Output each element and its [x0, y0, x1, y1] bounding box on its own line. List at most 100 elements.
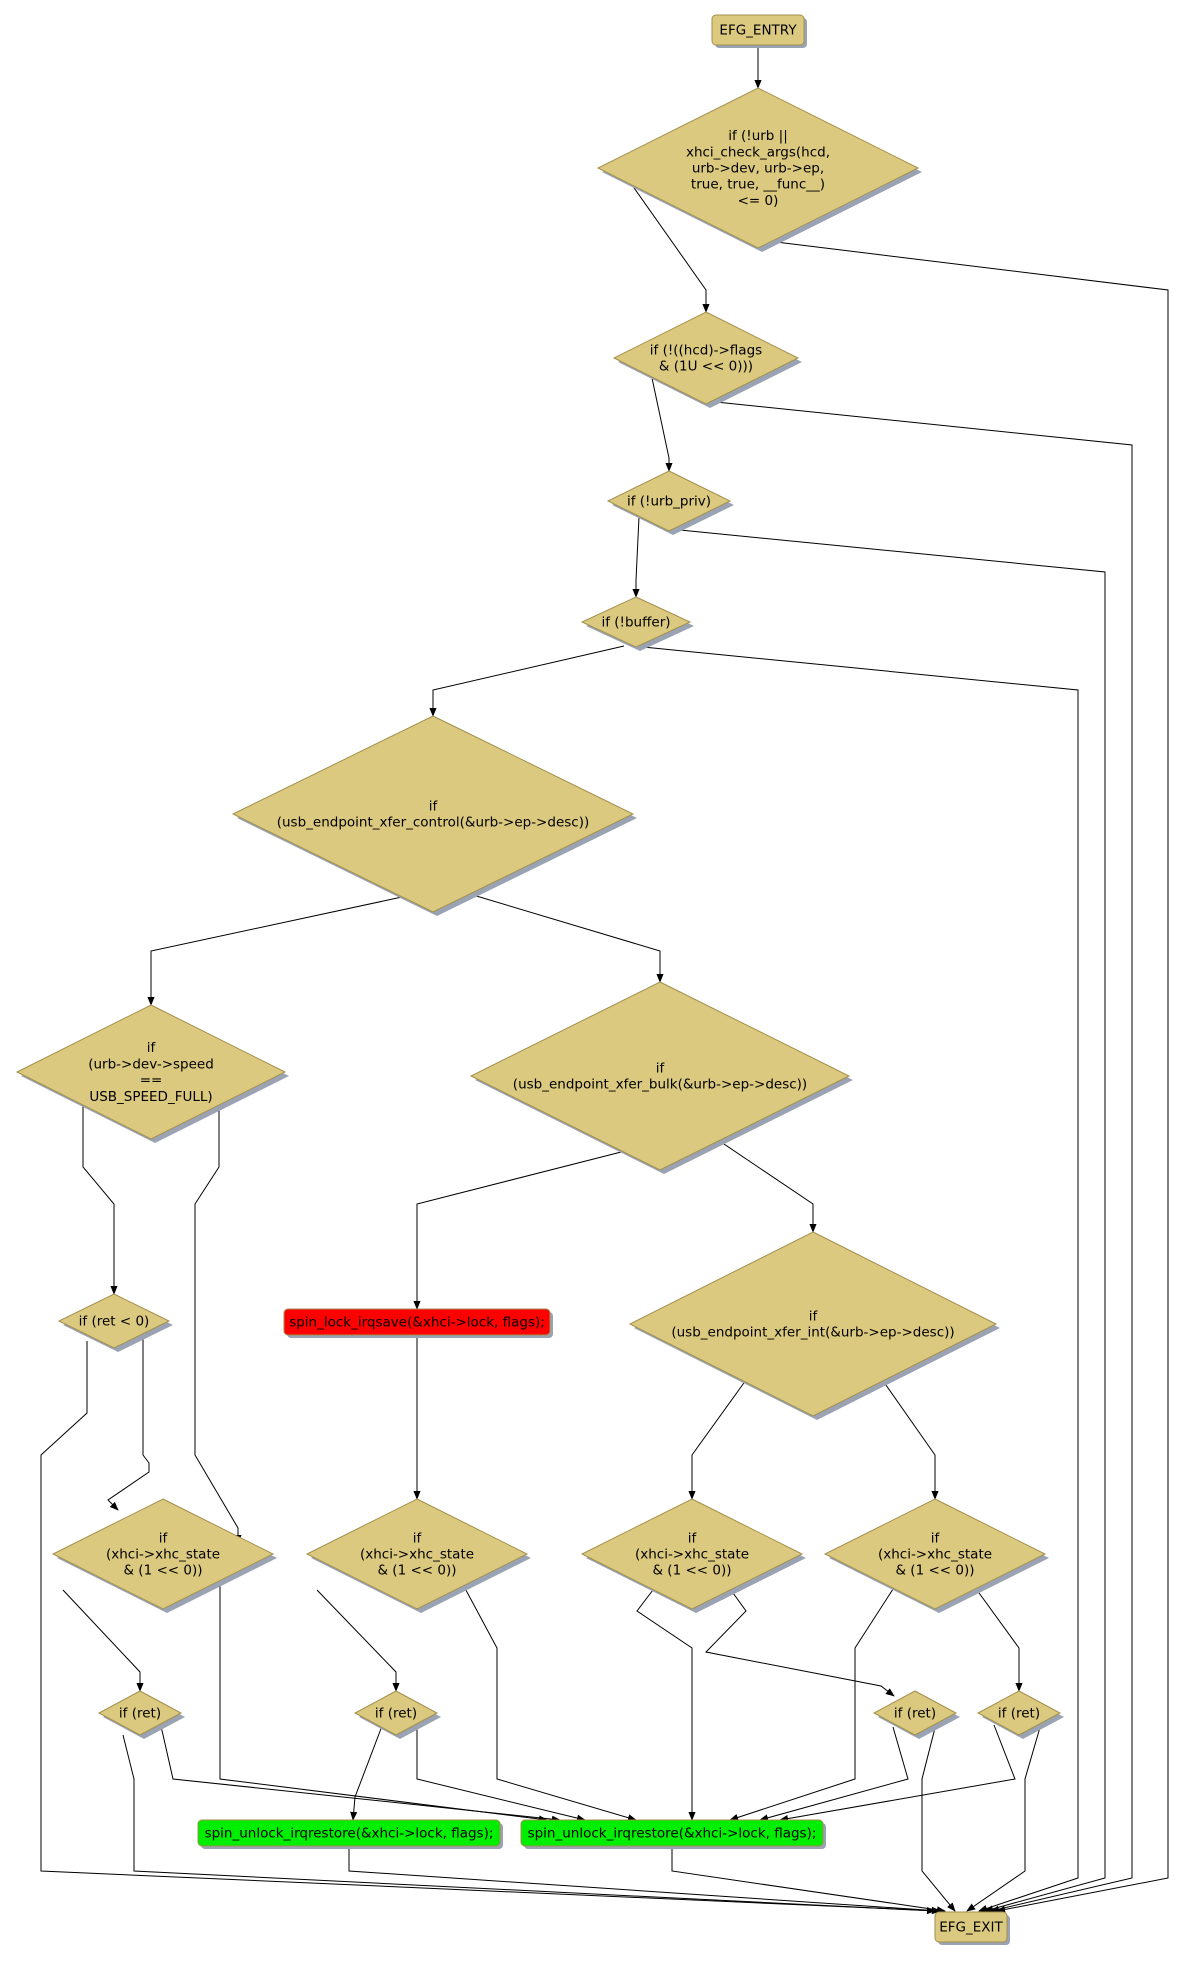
node-d-r3[interactable]: if (ret) — [872, 1690, 960, 1739]
node-label-line: & (1 << 0)) — [377, 1563, 456, 1579]
edge-d_r4-to-s_unlock2 — [779, 1724, 1016, 1823]
edge-d_st2-to-d_r2 — [316, 1589, 400, 1692]
node-d-ret1[interactable]: if (ret < 0) — [57, 1293, 173, 1352]
edge-d_speed-to-d_ret1 — [82, 1102, 118, 1295]
node-label-line: if (!buffer) — [601, 615, 670, 631]
edge-d_ret1-to-d_st1 — [107, 1337, 150, 1511]
node-d-urb[interactable]: if (!urb ||xhci_check_args(hcd,urb->dev,… — [596, 87, 922, 252]
node-label-line: & (1 << 0)) — [895, 1563, 974, 1579]
edge-d_r2-to-s_unlock2 — [416, 1726, 586, 1822]
node-label-line: spin_lock_irqsave(&xhci->lock, flags); — [289, 1315, 545, 1331]
edge-d_st1-to-s_unlock2 — [219, 1579, 548, 1823]
node-label-line: (xhci->xhc_state — [635, 1547, 749, 1563]
decision-diamond — [823, 1498, 1047, 1610]
edge-d_r3-to-s_unlock2 — [759, 1726, 909, 1822]
decision-diamond — [606, 470, 732, 532]
node-entry[interactable]: EFG_ENTRY — [711, 14, 807, 48]
decision-diamond — [628, 1231, 998, 1417]
edge-d_r1-to-s_unlock2 — [160, 1725, 561, 1823]
node-label-line: == — [140, 1073, 163, 1089]
edges-layer — [40, 45, 1169, 1915]
edge-d_ctrl-to-d_speed — [147, 896, 403, 1006]
decision-diamond — [97, 1690, 183, 1736]
node-label-line: xhci_check_args(hcd, — [686, 144, 830, 160]
node-label-line: if — [429, 798, 439, 814]
node-label-line: (usb_endpoint_xfer_int(&urb->ep->desc)) — [671, 1325, 954, 1341]
node-s-lock[interactable]: spin_lock_irqsave(&xhci->lock, flags); — [283, 1308, 553, 1338]
node-d-buffer[interactable]: if (!buffer) — [580, 596, 694, 651]
edge-d_buffer-to-exit — [642, 646, 1079, 1912]
node-label-line: USB_SPEED_FULL) — [89, 1089, 212, 1105]
node-label-line: (xhci->xhc_state — [878, 1547, 992, 1563]
node-label-line: & (1 << 0)) — [123, 1563, 202, 1579]
node-d-speed[interactable]: if(urb->dev->speed==USB_SPEED_FULL) — [15, 1004, 289, 1143]
node-label-line: (usb_endpoint_xfer_control(&urb->ep->des… — [277, 815, 590, 831]
node-d-st4[interactable]: if(xhci->xhc_state& (1 << 0)) — [823, 1498, 1049, 1613]
decision-diamond — [580, 1498, 804, 1610]
node-d-int[interactable]: if(usb_endpoint_xfer_int(&urb->ep->desc)… — [628, 1231, 1000, 1420]
node-d-st2[interactable]: if(xhci->xhc_state& (1 << 0)) — [305, 1498, 531, 1613]
node-label-line: if — [809, 1308, 819, 1324]
node-label-line: spin_unlock_irqrestore(&xhci->lock, flag… — [528, 1826, 817, 1842]
node-label-line: (usb_endpoint_xfer_bulk(&urb->ep->desc)) — [513, 1077, 807, 1093]
node-d-flags[interactable]: if (!((hcd)->flags& (1U << 0))) — [612, 311, 802, 408]
node-label-line: if — [159, 1530, 169, 1546]
edge-d_int-to-d_st4 — [880, 1377, 939, 1500]
edge-d_priv-to-d_buffer — [632, 516, 640, 598]
node-label-line: if — [931, 1530, 941, 1546]
unlock-box — [520, 1819, 824, 1847]
node-label-line: if — [413, 1530, 423, 1546]
edge-d_r3-to-exit — [921, 1723, 956, 1912]
node-label-line: if (!urb || — [728, 128, 788, 144]
decision-diamond — [353, 1690, 439, 1736]
node-label-line: if (ret) — [119, 1706, 161, 1722]
node-d-st3[interactable]: if(xhci->xhc_state& (1 << 0)) — [580, 1498, 806, 1613]
decision-diamond — [15, 1004, 287, 1140]
node-d-priv[interactable]: if (!urb_priv) — [606, 470, 734, 535]
node-label-line: if — [688, 1530, 698, 1546]
node-label-line: if (ret < 0) — [79, 1314, 150, 1330]
edge-d_speed-to-d_st1 — [194, 1104, 242, 1544]
node-label-line: if (!urb_priv) — [627, 494, 711, 510]
unlock-box — [197, 1819, 501, 1847]
node-label-line: if — [147, 1040, 157, 1056]
decision-diamond — [469, 981, 851, 1171]
edge-s_unlock2-to-exit — [671, 1846, 946, 1914]
node-d-r1[interactable]: if (ret) — [97, 1690, 185, 1739]
node-d-bulk[interactable]: if(usb_endpoint_xfer_bulk(&urb->ep->desc… — [469, 981, 853, 1174]
node-s-unlock2[interactable]: spin_unlock_irqrestore(&xhci->lock, flag… — [520, 1819, 826, 1849]
edge-d_st3-to-d_r3 — [704, 1585, 895, 1697]
edge-d_st2-to-s_unlock2 — [459, 1578, 637, 1822]
edge-d_ctrl-to-d_bulk — [472, 894, 664, 983]
node-exit[interactable]: EFG_EXIT — [934, 1911, 1010, 1945]
node-d-r2[interactable]: if (ret) — [353, 1690, 441, 1739]
edge-d_ret1-to-exit — [40, 1341, 941, 1915]
node-label-line: EFG_ENTRY — [719, 23, 797, 39]
node-d-r4[interactable]: if (ret) — [976, 1690, 1064, 1739]
edge-d_flags-to-exit — [715, 401, 1133, 1913]
node-label-line: spin_unlock_irqrestore(&xhci->lock, flag… — [205, 1826, 494, 1842]
decision-diamond — [51, 1498, 275, 1610]
edge-d_st4-to-s_unlock2 — [729, 1585, 896, 1821]
node-d-st1[interactable]: if(xhci->xhc_state& (1 << 0)) — [51, 1498, 277, 1613]
node-label-line: true, true, __func__) — [691, 177, 825, 193]
edge-d_r2-to-s_unlock1 — [350, 1725, 383, 1821]
decision-diamond — [231, 715, 635, 913]
node-label-line: & (1 << 0)) — [652, 1563, 731, 1579]
decision-diamond — [872, 1690, 958, 1736]
node-s-unlock1[interactable]: spin_unlock_irqrestore(&xhci->lock, flag… — [197, 1819, 503, 1849]
edge-d_st3-to-s_unlock2 — [636, 1585, 696, 1821]
decision-diamond — [580, 596, 692, 648]
node-label-line: EFG_EXIT — [939, 1920, 1003, 1936]
node-label-line: (xhci->xhc_state — [106, 1547, 220, 1563]
node-d-ctrl[interactable]: if(usb_endpoint_xfer_control(&urb->ep->d… — [231, 715, 637, 916]
edge-d_st1-to-d_r1 — [62, 1589, 144, 1692]
node-label-line: if — [656, 1060, 666, 1076]
decision-diamond — [612, 311, 800, 405]
node-label-line: & (1U << 0))) — [659, 359, 753, 375]
edge-d_r1-to-exit — [122, 1734, 936, 1915]
node-label-line: (xhci->xhc_state — [360, 1547, 474, 1563]
edge-d_st4-to-d_r4 — [973, 1585, 1023, 1692]
decision-diamond — [976, 1690, 1062, 1736]
edge-s_unlock1-to-exit — [348, 1846, 941, 1915]
